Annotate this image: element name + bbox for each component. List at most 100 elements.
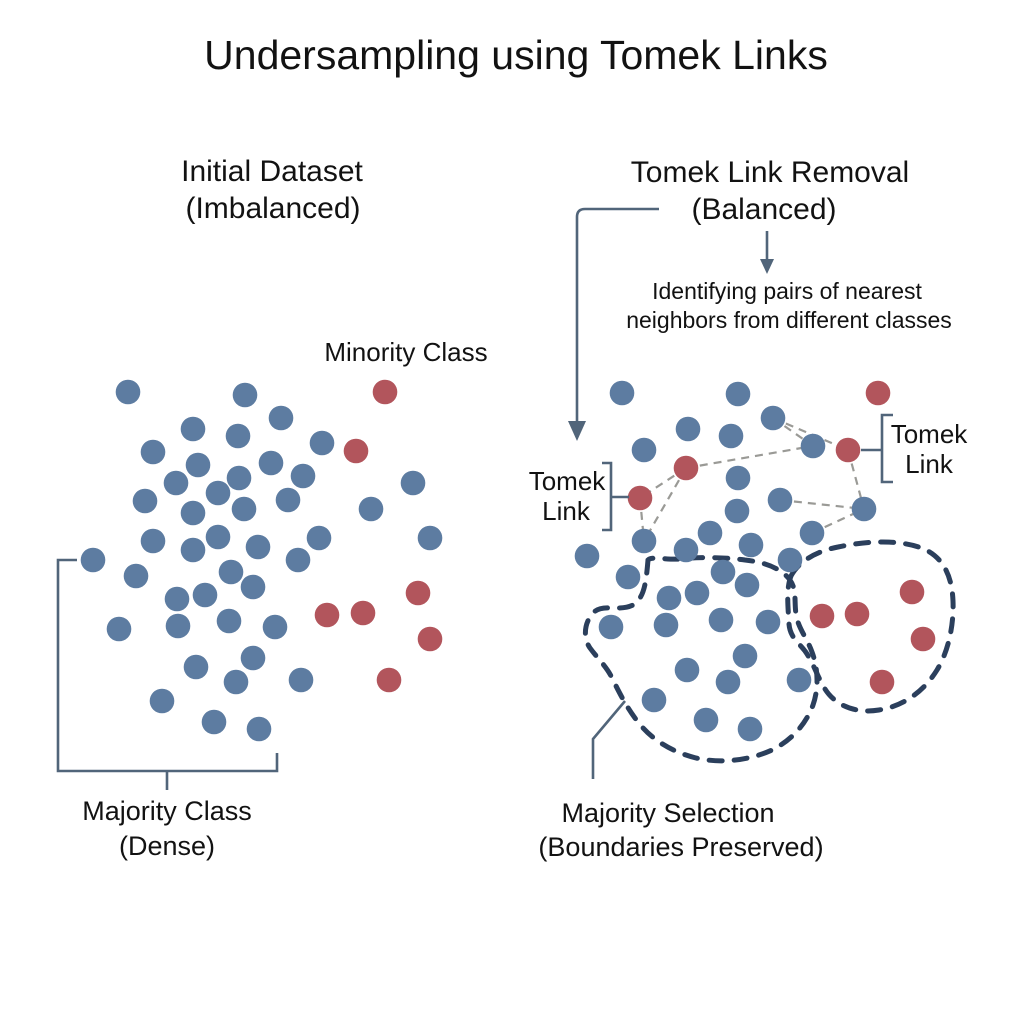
- majority-dot: [106, 616, 132, 642]
- majority-dot: [598, 614, 624, 640]
- minority-dot: [372, 379, 398, 405]
- minority-dot: [809, 603, 835, 629]
- majority-dot: [240, 574, 266, 600]
- down-arrow-arrowhead-icon: [760, 259, 774, 274]
- majority-dot: [140, 439, 166, 465]
- elbow-connector-line: [575, 207, 659, 424]
- minority-class-label: Minority Class: [324, 337, 487, 367]
- left-panel-subheading: (Imbalanced): [185, 192, 360, 225]
- majority-dot: [697, 520, 723, 546]
- majority-class-label: Majority Class: [82, 796, 252, 826]
- minority-dot: [343, 438, 369, 464]
- majority-dot: [693, 707, 719, 733]
- majority-dot: [715, 669, 741, 695]
- majority-dot: [232, 382, 258, 408]
- minority-dot: [376, 667, 402, 693]
- majority-dot: [183, 654, 209, 680]
- majority-dot: [799, 520, 825, 546]
- minority-dot: [405, 580, 431, 606]
- majority-selection-leader-line: [591, 700, 626, 779]
- majority-dot: [710, 559, 736, 585]
- minority-dot: [835, 437, 861, 463]
- right-minority-dots: [627, 380, 936, 695]
- majority-dot: [290, 463, 316, 489]
- minority-dot: [350, 600, 376, 626]
- elbow-connector-arrowhead-icon: [568, 421, 586, 441]
- tomek-link-right-label-line2: Link: [905, 449, 954, 479]
- majority-dot: [400, 470, 426, 496]
- majority-dot: [205, 480, 231, 506]
- majority-dot: [275, 487, 301, 513]
- majority-dot: [165, 613, 191, 639]
- majority-dot: [185, 452, 211, 478]
- majority-dot: [725, 381, 751, 407]
- majority-dot: [240, 645, 266, 671]
- majority-dot: [851, 496, 877, 522]
- majority-dot: [226, 465, 252, 491]
- majority-selection-sublabel: (Boundaries Preserved): [538, 832, 823, 862]
- left-minority-dots: [314, 379, 443, 693]
- majority-selection-label: Majority Selection: [561, 798, 774, 828]
- majority-dot: [574, 543, 600, 569]
- majority-dot: [674, 657, 700, 683]
- minority-dot: [865, 380, 891, 406]
- majority-dot: [262, 614, 288, 640]
- majority-dot: [132, 488, 158, 514]
- minority-dot: [910, 626, 936, 652]
- majority-dot: [223, 669, 249, 695]
- minority-dot: [869, 669, 895, 695]
- majority-dot: [417, 525, 443, 551]
- majority-dot: [767, 487, 793, 513]
- majority-dot: [675, 416, 701, 442]
- page-title: Undersampling using Tomek Links: [204, 32, 828, 78]
- majority-dot: [737, 716, 763, 742]
- majority-dot: [684, 580, 710, 606]
- minority-dot: [627, 485, 653, 511]
- majority-dot: [80, 547, 106, 573]
- majority-dot: [309, 430, 335, 456]
- majority-dot: [708, 607, 734, 633]
- majority-dot: [724, 498, 750, 524]
- majority-dot: [149, 688, 175, 714]
- right-majority-dots: [574, 380, 877, 742]
- majority-dot: [631, 437, 657, 463]
- right-panel-heading: Tomek Link Removal: [631, 156, 909, 189]
- majority-dot: [306, 525, 332, 551]
- tomek-link-right-bracket: [880, 413, 893, 484]
- majority-dot: [760, 405, 786, 431]
- left-panel-heading: Initial Dataset: [181, 155, 363, 188]
- majority-dot: [631, 528, 657, 554]
- majority-dot: [725, 465, 751, 491]
- majority-dot: [258, 450, 284, 476]
- majority-dot: [732, 643, 758, 669]
- majority-dot: [245, 534, 271, 560]
- right-panel-subheading: (Balanced): [691, 193, 836, 226]
- tomek-link-left-label-line2: Link: [542, 496, 591, 526]
- majority-dot: [656, 585, 682, 611]
- minority-dot: [314, 602, 340, 628]
- majority-dot: [164, 586, 190, 612]
- majority-dot: [218, 559, 244, 585]
- tomek-link-dashed-line: [643, 467, 687, 542]
- tomek-link-right-label-line1: Tomek: [891, 419, 969, 449]
- majority-dot: [288, 667, 314, 693]
- majority-dot: [673, 537, 699, 563]
- majority-dot: [231, 496, 257, 522]
- majority-dot: [201, 709, 227, 735]
- majority-dot: [180, 416, 206, 442]
- tomek-link-dashed-line: [846, 449, 866, 510]
- majority-dot: [205, 524, 231, 550]
- left-majority-dots: [80, 379, 443, 742]
- minority-dot: [899, 579, 925, 605]
- majority-dot: [734, 572, 760, 598]
- tomek-link-left-label-line1: Tomek: [529, 466, 607, 496]
- tomek-link-dashed-line: [779, 498, 865, 511]
- majority-dot: [216, 608, 242, 634]
- majority-dot: [192, 582, 218, 608]
- majority-dot: [123, 563, 149, 589]
- majority-dot: [800, 433, 826, 459]
- minority-dot: [673, 455, 699, 481]
- tomek-link-lines: [638, 416, 866, 542]
